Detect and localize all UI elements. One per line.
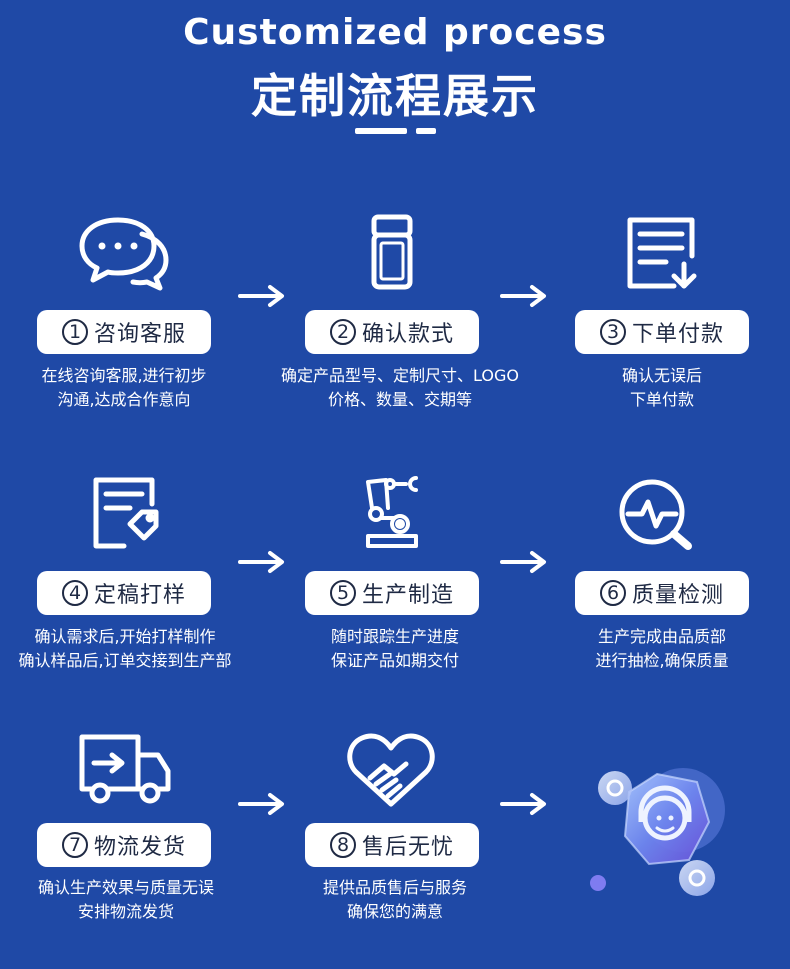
chat-bubbles-icon (78, 216, 170, 292)
step-3-label: 3 下单付款 (575, 310, 749, 354)
step-1-label: 1 咨询客服 (37, 310, 211, 354)
step-8-label: 8 售后无忧 (305, 823, 479, 867)
step-8-description: 提供品质售后与服务 确保您的满意 (265, 876, 525, 924)
page-title-en: Customized process (0, 12, 790, 53)
step-number: 5 (330, 580, 356, 606)
arrow-right-icon (500, 792, 548, 816)
bottle-icon (370, 213, 414, 291)
handshake-heart-icon (346, 730, 436, 810)
customer-service-illustration-icon (585, 752, 745, 902)
step-5-label: 5 生产制造 (305, 571, 479, 615)
delivery-truck-icon (78, 733, 172, 805)
document-tag-icon (90, 476, 162, 552)
page-title-cn: 定制流程展示 (0, 60, 790, 126)
step-3-description: 确认无误后 下单付款 (532, 364, 790, 412)
arrow-right-icon (238, 550, 286, 574)
step-1-description: 在线咨询客服,进行初步 沟通,达成合作意向 (0, 364, 254, 412)
arrow-right-icon (500, 550, 548, 574)
step-number: 8 (330, 832, 356, 858)
step-7-label: 7 物流发货 (37, 823, 211, 867)
step-2-label: 2 确认款式 (305, 310, 479, 354)
step-4-description: 确认需求后,开始打样制作 确认样品后,订单交接到生产部 (0, 625, 260, 673)
step-5-description: 随时跟踪生产进度 保证产品如期交付 (265, 625, 525, 673)
step-number: 7 (62, 832, 88, 858)
step-number: 6 (600, 580, 626, 606)
magnifier-pulse-icon (618, 478, 696, 552)
arrow-right-icon (238, 792, 286, 816)
robot-arm-icon (362, 474, 422, 550)
step-number: 3 (600, 319, 626, 345)
title-underline-long (355, 128, 407, 134)
step-number: 4 (62, 580, 88, 606)
arrow-right-icon (238, 284, 286, 308)
arrow-right-icon (500, 284, 548, 308)
step-number: 2 (330, 319, 356, 345)
step-7-description: 确认生产效果与质量无误 安排物流发货 (0, 876, 256, 924)
step-2-description: 确定产品型号、定制尺寸、LOGO 价格、数量、交期等 (262, 364, 538, 412)
step-4-label: 4 定稿打样 (37, 571, 211, 615)
step-6-label: 6 质量检测 (575, 571, 749, 615)
title-underline-short (416, 128, 436, 134)
step-6-description: 生产完成由品质部 进行抽检,确保质量 (532, 625, 790, 673)
order-document-icon (624, 216, 700, 292)
step-number: 1 (62, 319, 88, 345)
